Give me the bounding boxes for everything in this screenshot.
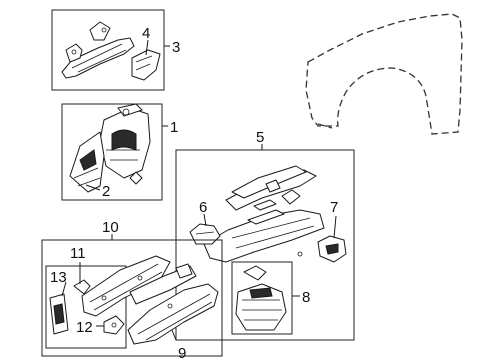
callout-11: 11: [70, 245, 86, 262]
callout-12: 12: [76, 319, 93, 336]
group-8-frame: [231, 261, 293, 335]
leader-2: [85, 184, 101, 191]
part-11-bracket[interactable]: [73, 279, 91, 295]
leader-13: [61, 281, 67, 297]
callout-6: 6: [199, 199, 207, 216]
part-4-bracket[interactable]: [131, 49, 161, 81]
callout-7: 7: [330, 199, 338, 216]
callout-3: 3: [172, 39, 180, 56]
leader-9: [171, 329, 177, 341]
part-8-extension[interactable]: [235, 265, 287, 331]
part-5-rail-assembly[interactable]: [203, 165, 325, 263]
part-1-wheelhouse[interactable]: [99, 103, 151, 179]
callout-5: 5: [256, 129, 264, 146]
fender-outline: [305, 13, 463, 135]
callout-1: 1: [170, 119, 178, 136]
callout-10: 10: [102, 219, 119, 236]
part-6-bracket[interactable]: [189, 223, 221, 245]
callout-4: 4: [142, 25, 150, 42]
part-2-apron[interactable]: [69, 131, 143, 193]
part-13-bracket[interactable]: [49, 293, 69, 335]
callout-2: 2: [102, 183, 110, 200]
callout-13: 13: [50, 269, 67, 286]
group-3-frame: [51, 9, 165, 91]
part-9-rail[interactable]: [127, 283, 219, 345]
group-5: 5 6 7: [175, 129, 355, 341]
callout-8: 8: [302, 289, 310, 306]
group-1-frame: [61, 103, 163, 201]
part-12-bracket[interactable]: [103, 315, 125, 335]
part-3-bracket[interactable]: [61, 21, 135, 79]
group-10: 10 9 11 13: [41, 219, 223, 360]
leader-7: [333, 215, 337, 239]
group-3: 4 3: [51, 9, 180, 91]
callout-9: 9: [178, 345, 186, 360]
part-7-bracket[interactable]: [317, 235, 347, 263]
group-1: 1 2: [61, 103, 178, 201]
leader-6: [203, 213, 207, 227]
group-11-frame: [45, 265, 127, 349]
group-5-frame: [175, 149, 355, 341]
group-10-frame: [41, 239, 223, 357]
part-10-rail[interactable]: [81, 255, 197, 317]
leader-4: [145, 39, 149, 56]
